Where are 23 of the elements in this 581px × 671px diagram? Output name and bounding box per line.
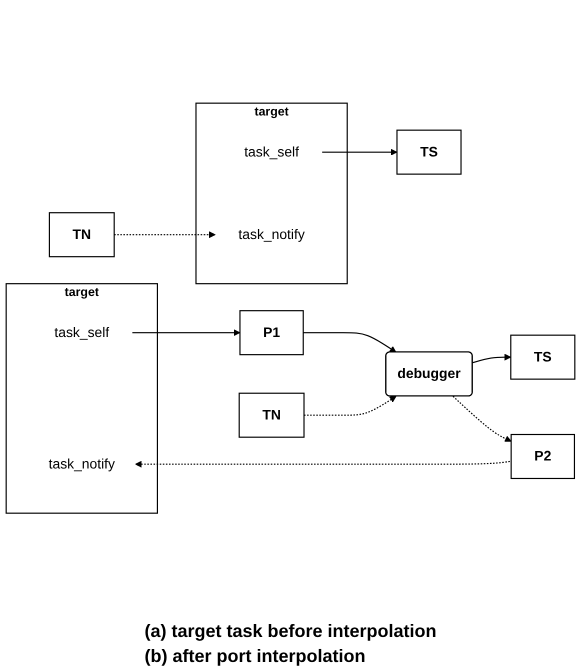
node-box (510, 434, 576, 480)
node-text: task_notify (48, 456, 115, 472)
diagram-drawing: target target task_self task_notify TS TN debugger task_self task_notify P1 TS TN P2 (0, 97, 581, 520)
node-text: task_self (54, 324, 110, 340)
node-box (510, 334, 576, 380)
arrow (304, 396, 396, 416)
cluster (195, 102, 348, 285)
node-box (48, 212, 115, 258)
arrow (452, 396, 512, 442)
node-box (396, 130, 462, 176)
cluster (6, 283, 158, 514)
arrow (135, 460, 512, 468)
arrow (303, 332, 396, 353)
node-box (238, 392, 305, 438)
figure-caption: (a) target task before interpolation (144, 621, 437, 642)
figure-caption: (b) after port interpolation (144, 646, 366, 667)
arrow (472, 354, 512, 364)
arrow (322, 149, 398, 156)
node-text: task_notify (238, 226, 305, 242)
arrow (132, 330, 240, 336)
arrow (114, 232, 216, 238)
node-box (239, 310, 304, 356)
node-text: task_self (244, 144, 300, 160)
